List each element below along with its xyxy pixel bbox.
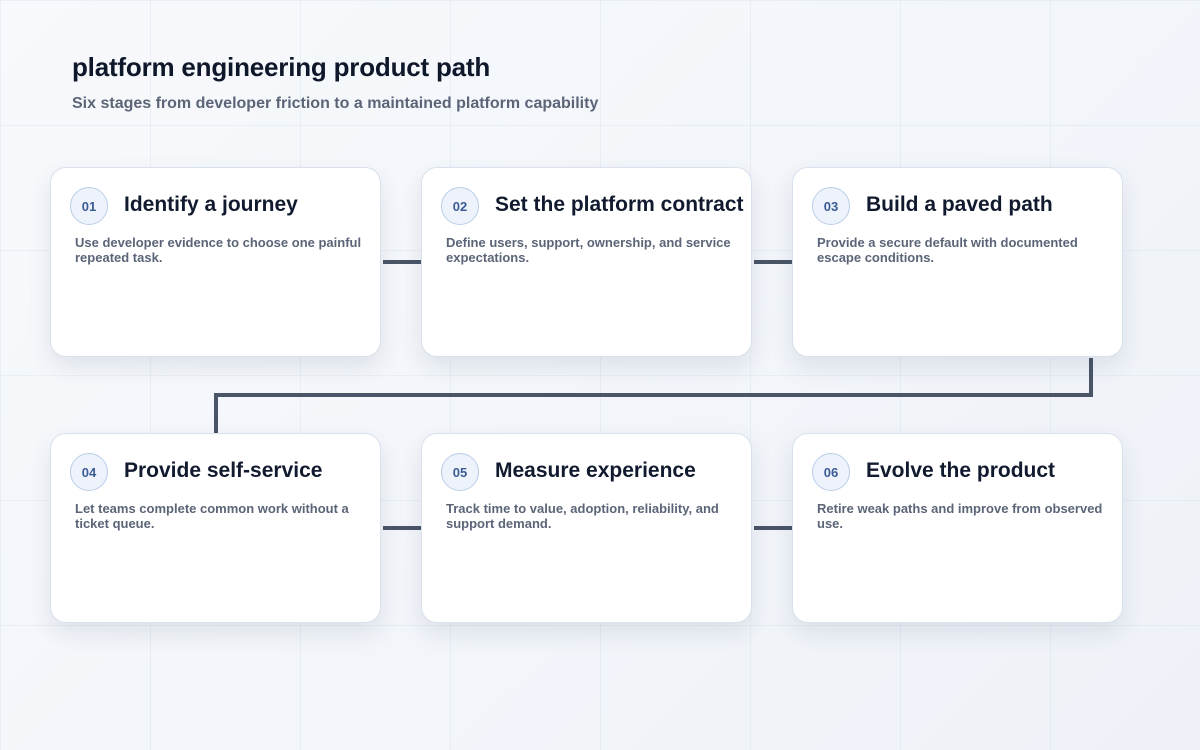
stage-title: Build a paved path bbox=[866, 193, 1053, 216]
stage-title: Set the platform contract bbox=[495, 193, 744, 216]
stage-number-badge: 03 bbox=[812, 187, 850, 225]
stage-card-4: 04 Provide self-service Let teams comple… bbox=[50, 433, 381, 623]
stage-number-badge: 06 bbox=[812, 453, 850, 491]
stage-description: Define users, support, ownership, and se… bbox=[446, 235, 731, 265]
stage-description: Retire weak paths and improve from obser… bbox=[817, 501, 1103, 531]
stage-description: Track time to value, adoption, reliabili… bbox=[446, 501, 719, 531]
stage-title: Evolve the product bbox=[866, 459, 1056, 482]
stage-card-2: 02 Set the platform contract Define user… bbox=[421, 167, 752, 357]
stage-description: Provide a secure default with documented… bbox=[817, 235, 1078, 265]
stage-number-badge: 05 bbox=[441, 453, 479, 491]
stage-card-6: 06 Evolve the product Retire weak paths … bbox=[792, 433, 1123, 623]
stage-number-badge: 04 bbox=[70, 453, 108, 491]
stage-description: Let teams complete common work without a… bbox=[75, 501, 349, 531]
connector-03-04 bbox=[214, 358, 1093, 433]
stage-card-3: 03 Build a paved path Provide a secure d… bbox=[792, 167, 1123, 357]
page-title: platform engineering product path bbox=[72, 52, 491, 82]
stage-description: Use developer evidence to choose one pai… bbox=[75, 235, 362, 265]
stage-title: Identify a journey bbox=[124, 193, 298, 216]
stage-card-5: 05 Measure experience Track time to valu… bbox=[421, 433, 752, 623]
stage-number-badge: 02 bbox=[441, 187, 479, 225]
page-subtitle: Six stages from developer friction to a … bbox=[72, 95, 599, 112]
stage-number-badge: 01 bbox=[70, 187, 108, 225]
stage-title: Provide self-service bbox=[124, 459, 323, 482]
stage-card-1: 01 Identify a journey Use developer evid… bbox=[50, 167, 381, 357]
stage-title: Measure experience bbox=[495, 459, 696, 482]
